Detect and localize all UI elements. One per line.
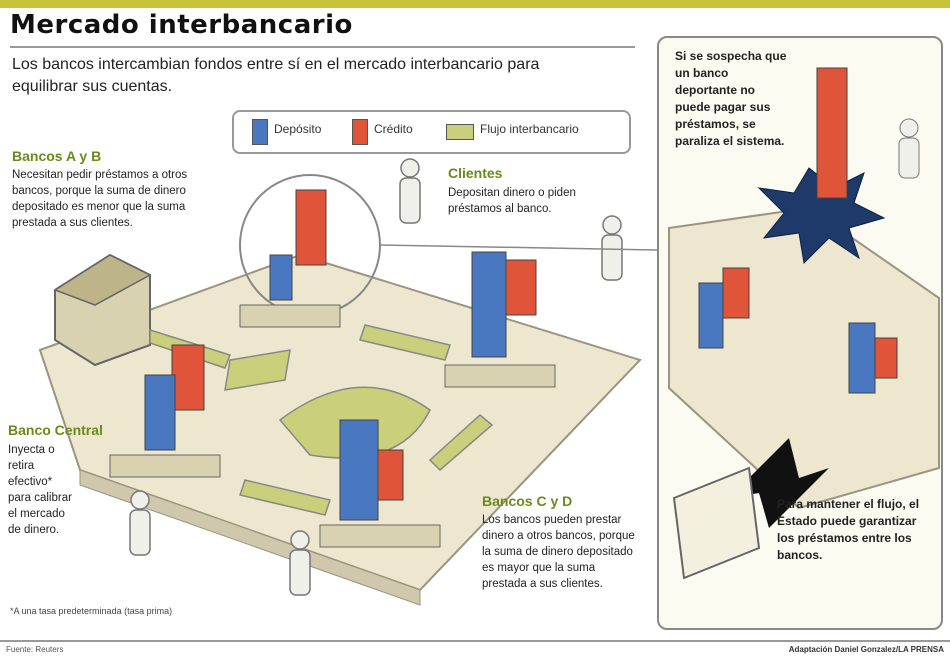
client-figure-3 <box>130 490 150 510</box>
bank-c-base <box>444 364 556 388</box>
bottom-rule <box>0 640 950 642</box>
bank-a-deposit-bar <box>269 254 293 301</box>
inset-client-body <box>898 137 920 179</box>
legend: Depósito Crédito Flujo interbancario <box>232 110 631 154</box>
bank-c-deposit-bar <box>471 251 507 358</box>
flow-arrow-4 <box>428 414 494 472</box>
bank-d-base <box>319 524 441 548</box>
inset-connector <box>379 244 658 251</box>
bank-b-credit-bar <box>171 344 205 411</box>
bank-a-credit-bar <box>295 189 327 266</box>
black-arrow <box>729 438 829 528</box>
inset-bottom-text: Para mantener el flujo, el Estado puede … <box>777 497 920 562</box>
inset-bank-1-deposit-bar <box>698 282 724 349</box>
bank-b-deposit-bar <box>144 374 176 451</box>
banco-central-heading: Banco Central <box>8 422 103 438</box>
banco-central-text: Inyecta o retira efectivo* para calibrar… <box>8 444 72 536</box>
client-figure-2 <box>602 215 622 235</box>
deposit-swatch <box>252 119 268 145</box>
bank-d-credit-bar <box>377 449 404 501</box>
clientes-text: Depositan dinero o piden préstamos al ba… <box>448 187 576 215</box>
clientes-heading: Clientes <box>448 165 503 181</box>
flow-swatch <box>446 124 474 140</box>
footnote: *A una tasa predeterminada (tasa prima) <box>10 606 173 616</box>
bancos-ab-text: Necesitan pedir préstamos a otros bancos… <box>12 169 188 229</box>
top-accent-bar <box>0 0 950 8</box>
inset-bank-1-credit-bar <box>722 267 750 319</box>
bank-c-credit-bar <box>505 259 537 316</box>
page-title: Mercado interbancario <box>10 10 353 40</box>
crisis-inset-panel: Si se sospecha que un banco deportante n… <box>657 36 943 630</box>
inset-top-text: Si se sospecha que un banco deportante n… <box>675 49 787 148</box>
legend-deposits: Depósito <box>274 122 322 136</box>
central-bank-roof <box>53 254 152 306</box>
flow-arrow-5 <box>224 349 291 391</box>
inset-bank-2-credit-bar <box>874 337 898 379</box>
title-rule <box>10 46 635 48</box>
bank-d-deposit-bar <box>339 419 379 521</box>
state-box <box>672 466 761 580</box>
legend-credit: Crédito <box>374 122 413 136</box>
bank-b-base <box>109 454 221 478</box>
inset-burst <box>757 167 886 265</box>
inset-illustration <box>668 67 940 580</box>
subtitle: Los bancos intercambian fondos entre sí … <box>12 56 540 95</box>
inset-credit-bar <box>816 67 848 199</box>
bancos-cd-text: Los bancos pueden prestar dinero a otros… <box>482 514 635 590</box>
bank-a-base <box>239 304 341 328</box>
inset-bank-2-deposit-bar <box>848 322 876 394</box>
legend-flow: Flujo interbancario <box>480 122 579 136</box>
bancos-ab-heading: Bancos A y B <box>12 148 102 164</box>
author-credit: Adaptación Daniel Gonzalez/LA PRENSA <box>788 645 944 654</box>
client-figure-1 <box>400 158 420 178</box>
inset-client-figure <box>899 118 919 138</box>
client-figures <box>129 158 623 596</box>
client-figure-4 <box>290 530 310 550</box>
source-credit: Fuente: Reuters <box>6 645 64 654</box>
credit-swatch <box>352 119 368 145</box>
flow-arrow-3 <box>239 479 331 516</box>
bancos-cd-heading: Bancos C y D <box>482 493 573 509</box>
flow-arrow-2 <box>359 324 451 361</box>
